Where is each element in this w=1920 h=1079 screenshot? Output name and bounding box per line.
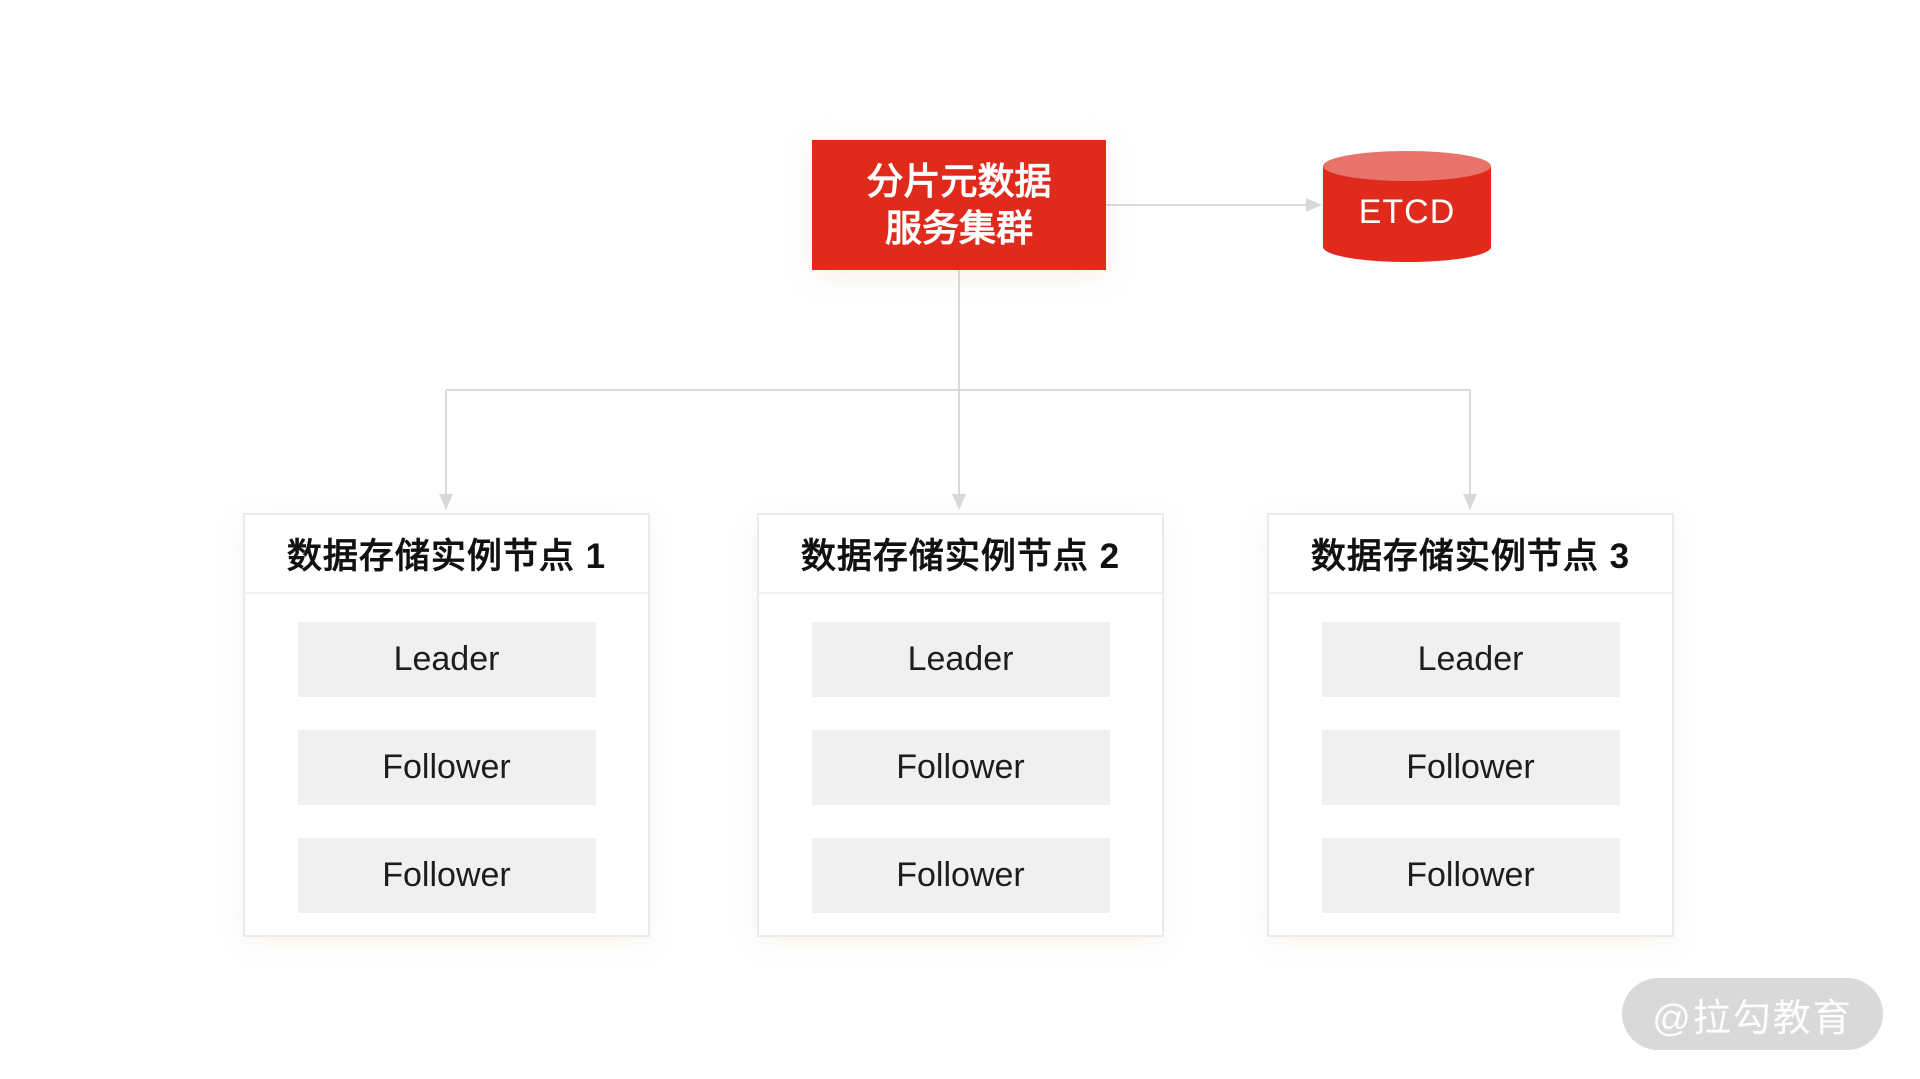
- node-2-role-follower-2: Follower: [811, 838, 1110, 913]
- node-3-role-follower-2: Follower: [1321, 838, 1620, 913]
- node-2-role-follower-1: Follower: [811, 730, 1110, 805]
- node-3-role-follower-1: Follower: [1321, 730, 1620, 805]
- shard-metadata-cluster-box: 分片元数据 服务集群: [812, 140, 1106, 270]
- storage-node-card-3: 数据存储实例节点 3 Leader Follower Follower: [1267, 513, 1674, 937]
- node-3-role-leader: Leader: [1321, 622, 1620, 697]
- arrow-down-node-3-icon: [1463, 494, 1477, 510]
- node-1-role-follower-1: Follower: [297, 730, 596, 805]
- node-1-role-follower-2: Follower: [297, 838, 596, 913]
- etcd-cylinder-bottom: [1323, 232, 1491, 262]
- etcd-label: ETCD: [1359, 193, 1456, 231]
- node-3-title: 数据存储实例节点 3: [1269, 515, 1672, 594]
- node-2-body: Leader Follower Follower: [759, 594, 1162, 913]
- node-1-title: 数据存储实例节点 1: [245, 515, 648, 594]
- shard-metadata-cluster-label-line1: 分片元数据: [866, 161, 1052, 202]
- watermark-badge: @拉勾教育: [1622, 978, 1883, 1050]
- node-2-role-leader: Leader: [811, 622, 1110, 697]
- shard-metadata-cluster-label-line2: 服务集群: [885, 208, 1033, 249]
- arrow-right-etcd-icon: [1306, 198, 1322, 212]
- node-1-body: Leader Follower Follower: [245, 594, 648, 913]
- etcd-cylinder: ETCD: [1323, 151, 1491, 262]
- node-3-body: Leader Follower Follower: [1269, 594, 1672, 913]
- watermark-text: @拉勾教育: [1652, 997, 1853, 1040]
- arrow-down-node-2-icon: [952, 494, 966, 510]
- storage-node-card-2: 数据存储实例节点 2 Leader Follower Follower: [757, 513, 1164, 937]
- node-1-role-leader: Leader: [297, 622, 596, 697]
- arrow-down-node-1-icon: [439, 494, 453, 510]
- storage-node-card-1: 数据存储实例节点 1 Leader Follower Follower: [243, 513, 650, 937]
- etcd-cylinder-top: [1323, 151, 1491, 181]
- node-2-title: 数据存储实例节点 2: [759, 515, 1162, 594]
